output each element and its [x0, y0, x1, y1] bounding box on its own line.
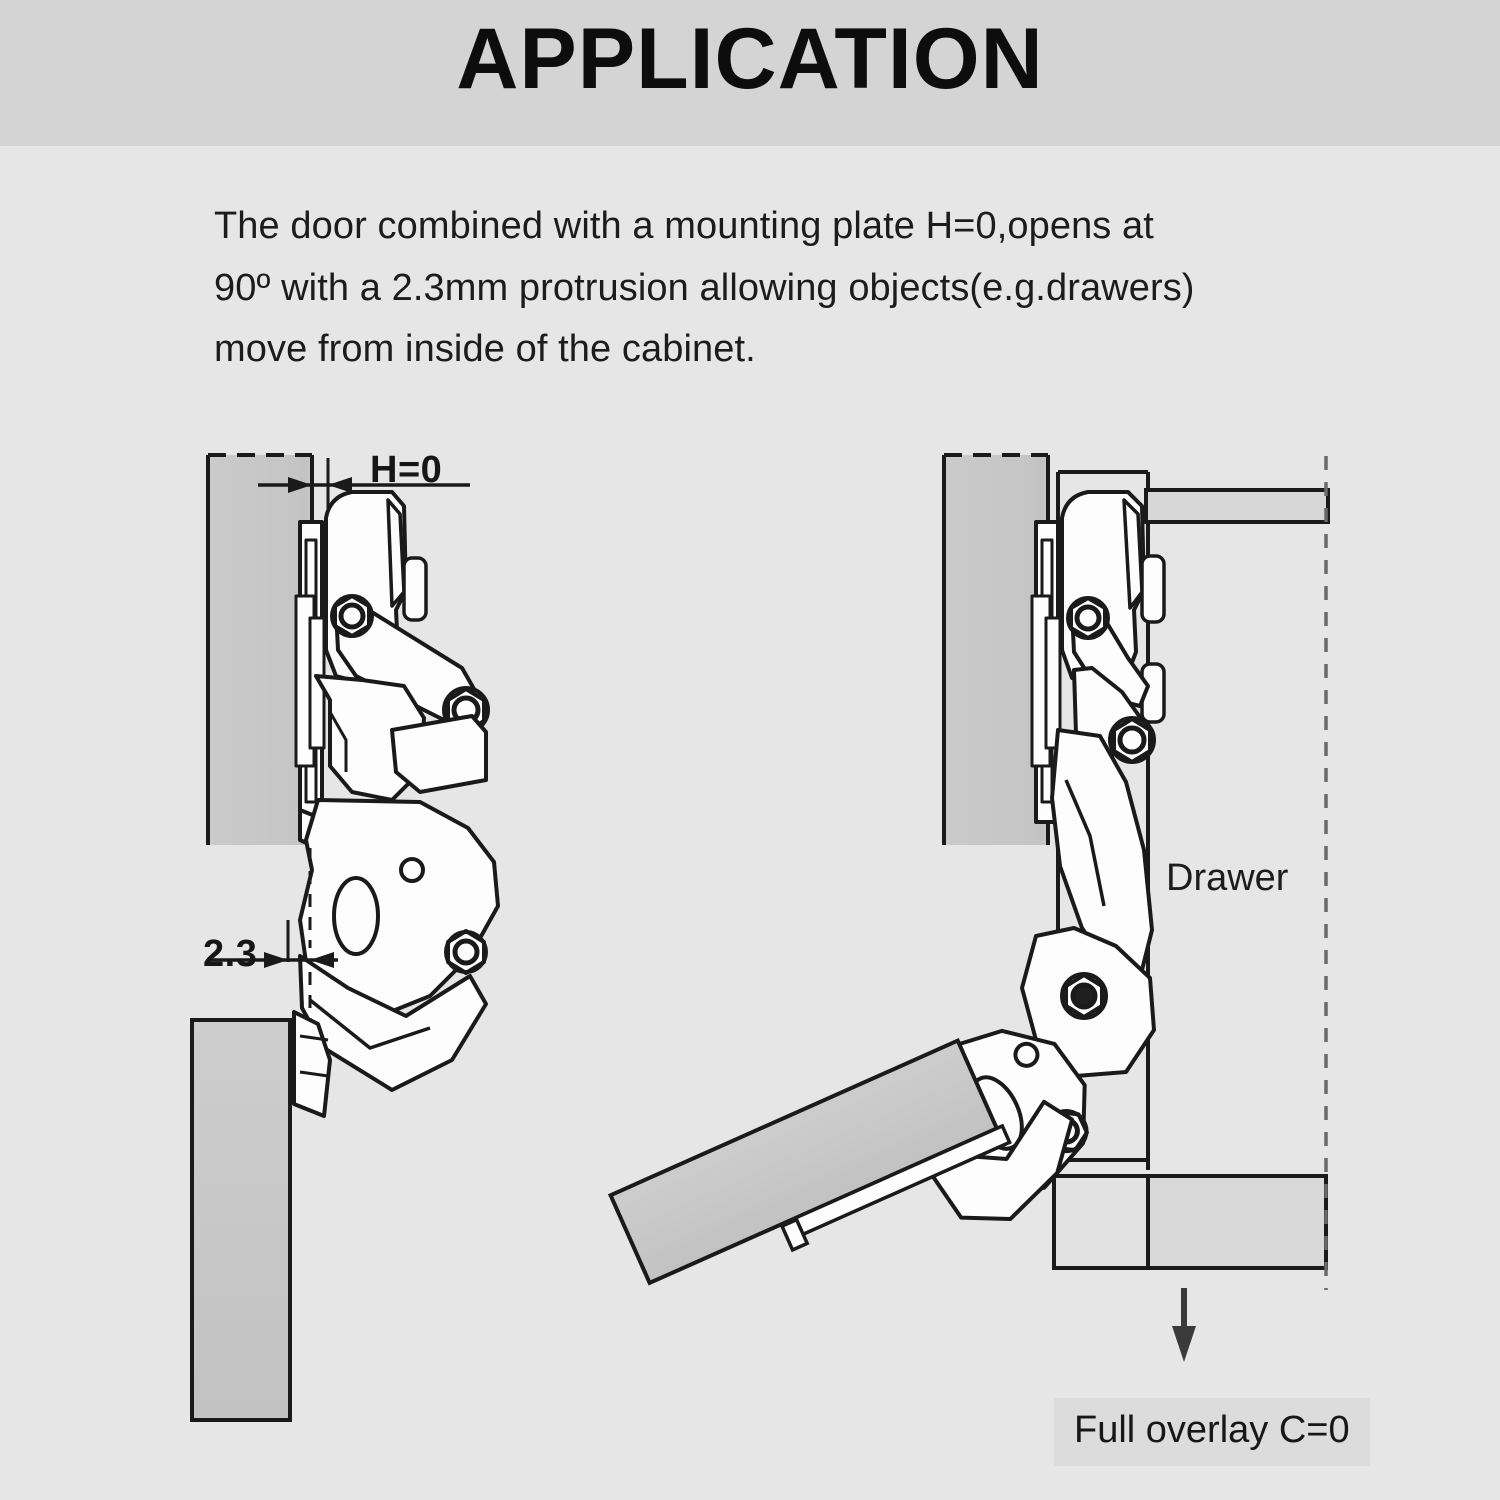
right-diagram-group — [607, 453, 1330, 1362]
dimension-2-3 — [208, 848, 338, 1020]
page-title: APPLICATION — [456, 11, 1044, 107]
description-line-3: move from inside of the cabinet. — [214, 328, 756, 371]
description-line-2: 90º with a 2.3mm protrusion allowing obj… — [214, 266, 1195, 309]
dimension-h-zero — [258, 455, 470, 530]
drawer-box — [1146, 1174, 1328, 1270]
dimension-protrusion-label: 2.3 — [203, 933, 258, 975]
left-hinge-assembly — [292, 490, 500, 1118]
dimension-h-label: H=0 — [370, 449, 443, 491]
full-overlay-badge: Full overlay C=0 — [1054, 1398, 1370, 1466]
drawer-label: Drawer — [1166, 857, 1289, 899]
right-open-door-edge-strip — [779, 1123, 1012, 1253]
drawer-slide-rail — [1144, 488, 1330, 524]
description-text: The door combined with a mounting plate … — [214, 196, 1344, 381]
technical-drawing-svg — [190, 453, 1330, 1422]
drawer-motion-arrow — [1172, 1288, 1196, 1362]
header-band — [0, 0, 1500, 146]
description-line-1: The door combined with a mounting plate … — [214, 205, 1154, 247]
left-lower-door-panel — [190, 1018, 292, 1422]
diagram-area — [0, 400, 1500, 1500]
left-diagram-group — [190, 453, 500, 1422]
